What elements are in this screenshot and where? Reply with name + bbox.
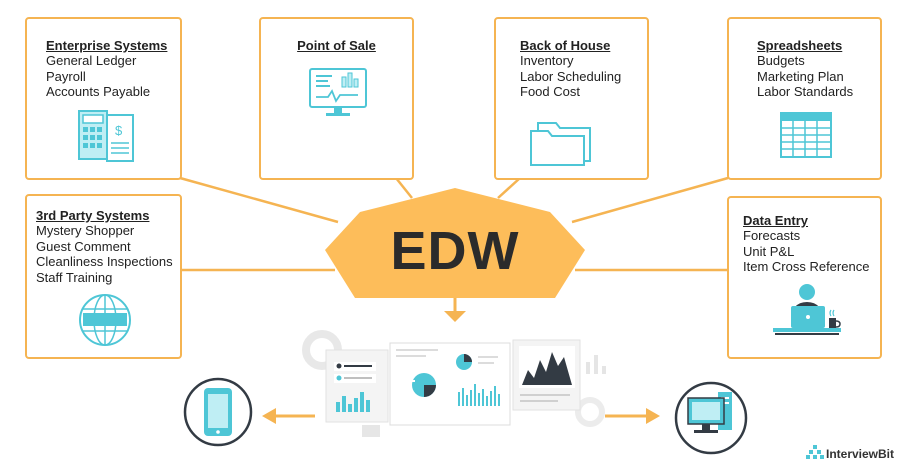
enterprise-items: General Ledger Payroll Accounts Payable <box>46 53 150 100</box>
list-item: Item Cross Reference <box>743 259 870 274</box>
list-item: Forecasts <box>743 228 801 243</box>
list-item: Labor Scheduling <box>520 68 622 84</box>
person-laptop-icon <box>773 284 841 335</box>
list-item: Food Cost <box>520 84 580 99</box>
enterprise-title: Enterprise Systems <box>46 38 168 53</box>
connector-enterprise <box>179 176 339 224</box>
list-item: Inventory <box>520 53 574 68</box>
down-arrow-icon <box>444 298 466 322</box>
spreadsheet-icon <box>780 112 832 158</box>
source-third-party-systems: 3rd Party Systems Mystery Shopper Guest … <box>25 194 182 359</box>
connector-boh <box>497 177 521 199</box>
interviewbit-logo-icon <box>806 445 824 459</box>
third-party-items: Mystery Shopper Guest Comment Cleanlines… <box>36 223 173 285</box>
source-point-of-sale: Point of Sale <box>259 17 414 180</box>
source-spreadsheets: Spreadsheets Budgets Marketing Plan Labo… <box>727 17 882 180</box>
edw-hub-shape <box>325 188 585 298</box>
dashboard-icon <box>302 330 606 437</box>
list-item: General Ledger <box>46 53 137 68</box>
list-item: Staff Training <box>36 269 113 285</box>
folder-icon <box>530 122 591 166</box>
mobile-phone-icon <box>183 377 253 447</box>
boh-items: Inventory Labor Scheduling Food Cost <box>520 53 621 100</box>
left-arrow-icon <box>262 408 315 424</box>
list-item: Cleanliness Inspections <box>36 254 173 269</box>
list-item: Payroll <box>46 68 86 84</box>
data-entry-items: Forecasts Unit P&L Item Cross Reference <box>743 228 869 275</box>
www-globe-icon <box>79 294 131 346</box>
list-item: Labor Standards <box>757 84 854 99</box>
boh-title: Back of House <box>520 38 611 53</box>
spreadsheets-items: Budgets Marketing Plan Labor Standards <box>757 53 853 100</box>
right-arrow-icon <box>605 408 660 424</box>
desktop-computer-icon <box>674 381 748 455</box>
pos-title: Point of Sale <box>297 38 376 53</box>
list-item: Guest Comment <box>36 238 131 254</box>
source-back-of-house: Back of House Inventory Labor Scheduling… <box>494 17 649 180</box>
third-party-title: 3rd Party Systems <box>36 208 150 223</box>
list-item: Accounts Payable <box>46 84 151 99</box>
connector-pos <box>395 177 413 199</box>
spreadsheets-title: Spreadsheets <box>757 38 843 53</box>
edw-hub-label: EDW <box>390 221 520 281</box>
data-entry-title: Data Entry <box>743 213 809 228</box>
source-data-entry: Data Entry Forecasts Unit P&L Item Cross… <box>727 196 882 359</box>
brand-name: InterviewBit <box>826 447 895 461</box>
list-item: Mystery Shopper <box>36 223 135 238</box>
source-enterprise-systems: Enterprise Systems General Ledger Payrol… <box>25 17 182 180</box>
connector-spreadsheets <box>571 176 729 224</box>
list-item: Budgets <box>757 53 805 68</box>
monitor-chart-icon <box>309 68 367 116</box>
calculator-ledger-icon: $ <box>78 110 134 162</box>
list-item: Unit P&L <box>743 243 795 259</box>
svg-text:$: $ <box>115 123 123 138</box>
list-item: Marketing Plan <box>757 68 844 84</box>
